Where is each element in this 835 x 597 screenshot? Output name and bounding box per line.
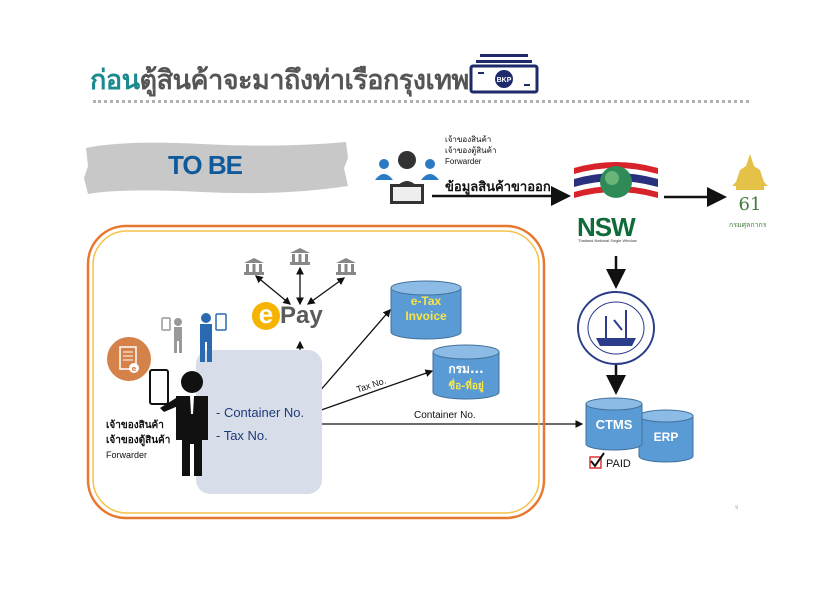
edge-label-container-no: Container No. [414, 410, 476, 421]
export-data-label: ข้อมูลสินค้าขาออก [445, 180, 551, 195]
bank-icon-1 [244, 258, 264, 275]
customs-label: กรมศุลกากร [729, 221, 767, 229]
panel-outer-border [86, 224, 546, 520]
dept-label-line1: กรม... [448, 362, 484, 376]
top-actor-labels: เจ้าของสินค้า เจ้าของตู้สินค้า Forwarder [445, 134, 496, 167]
page-title: ก่อนตู้สินค้าจะมาถึงท่าเรือกรุงเทพ [90, 58, 469, 101]
bank-icon-3 [336, 258, 356, 275]
field-container-no: - Container No. [216, 405, 305, 420]
bank-icon-2 [290, 248, 310, 265]
nsw-logo-text: NSW [577, 212, 636, 242]
title-divider [93, 100, 749, 103]
ctms-database-icon [585, 397, 643, 451]
person-gray-icon [161, 317, 182, 353]
title-rest: ตู้สินค้าจะมาถึงท่าเรือกรุงเทพ [139, 65, 470, 96]
field-tax-no: - Tax No. [216, 428, 268, 443]
page-number: 9 [735, 505, 739, 511]
epay-pay-text: Pay [280, 302, 323, 329]
businessman-with-phone-icon [149, 369, 208, 476]
brush-banner [84, 142, 348, 194]
operators-icon [375, 151, 439, 204]
actor-label-forwarder: Forwarder [445, 157, 482, 166]
be-text: BE [207, 150, 243, 180]
dept-label-line2: ชื่อ-ที่อยู่ [448, 381, 484, 392]
to-text: TO [168, 150, 203, 180]
nsw-subtitle: Thailand National Single Window [578, 238, 637, 243]
etax-label: e-Tax Invoice [390, 294, 462, 324]
erp-database-icon [638, 409, 694, 463]
nsw-flag-globe-icon [574, 162, 658, 198]
to-be-label: TO BE [168, 150, 243, 181]
arrow-fields-dept [308, 369, 434, 416]
etax-label-line1: e-Tax [410, 294, 442, 308]
epay-e-mark: e [252, 301, 280, 330]
person-blue-icon [200, 313, 227, 362]
paid-checkbox-icon [589, 452, 605, 469]
arrow-bank1-epay [254, 275, 292, 305]
customs-emblem-icon: 61 [732, 154, 768, 215]
doc-e-letter: e [132, 365, 137, 373]
port-authority-seal-icon [577, 291, 655, 365]
dept-database-icon [432, 344, 500, 400]
bkp-money-icon: BKP [469, 54, 539, 94]
bkp-label: BKP [497, 77, 512, 84]
panel-inner-border [92, 230, 540, 514]
left-actor-forwarder: Forwarder [106, 450, 148, 460]
etax-label-line2: Invoice [405, 309, 447, 323]
left-actor-owner: เจ้าของสินค้า [106, 420, 164, 431]
erp-label: ERP [653, 430, 679, 444]
svg-text:61: 61 [739, 194, 762, 215]
actor-label-container-owner: เจ้าของตู้สินค้า [445, 146, 497, 155]
title-accent: ก่อน [90, 65, 140, 96]
actor-label-owner: เจ้าของสินค้า [445, 135, 492, 144]
process-box [196, 350, 322, 494]
ctms-label: CTMS [595, 417, 633, 432]
left-actor-container-owner: เจ้าของตู้สินค้า [106, 435, 171, 446]
arrow-bank3-epay [306, 277, 346, 305]
dept-label: กรม... ชื่อ-ที่อยู่ [432, 360, 500, 396]
e-document-badge-icon: e [107, 337, 151, 381]
left-actor-labels: เจ้าของสินค้า เจ้าของตู้สินค้า Forwarder [106, 418, 170, 463]
paid-status: PAID [606, 458, 631, 470]
etax-database-icon [390, 280, 462, 340]
